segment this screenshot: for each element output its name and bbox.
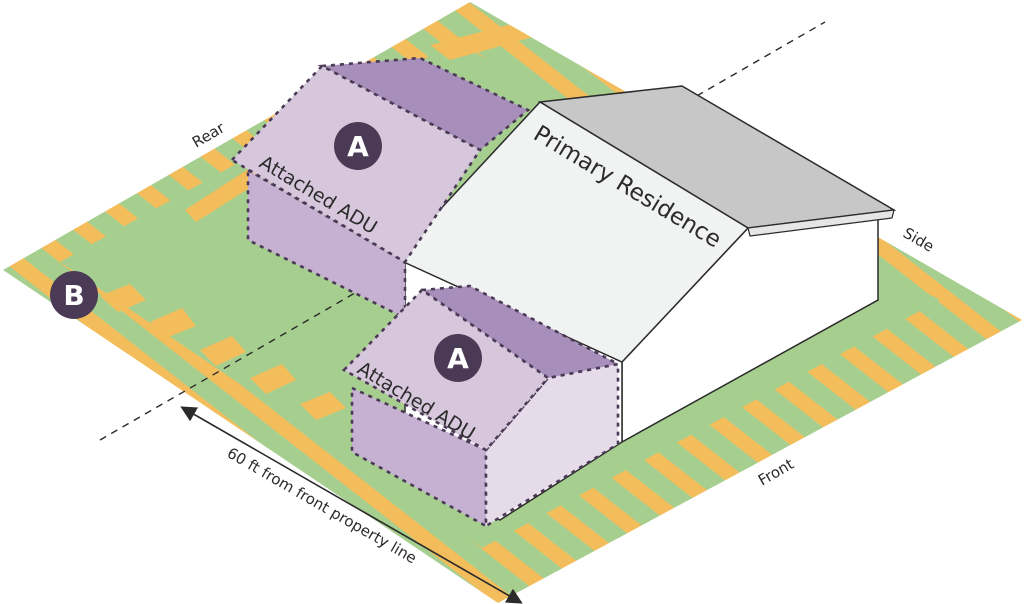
setback-dimension-arrow bbox=[180, 406, 523, 604]
setback-stripe-remnants bbox=[100, 22, 540, 420]
side-label: Side bbox=[900, 224, 937, 256]
badge-a-front: A bbox=[434, 334, 482, 382]
badge-b: B bbox=[50, 271, 98, 319]
svg-text:A: A bbox=[447, 342, 469, 375]
badge-a-rear: A bbox=[334, 122, 382, 170]
svg-text:B: B bbox=[63, 279, 84, 312]
svg-text:A: A bbox=[347, 130, 369, 163]
